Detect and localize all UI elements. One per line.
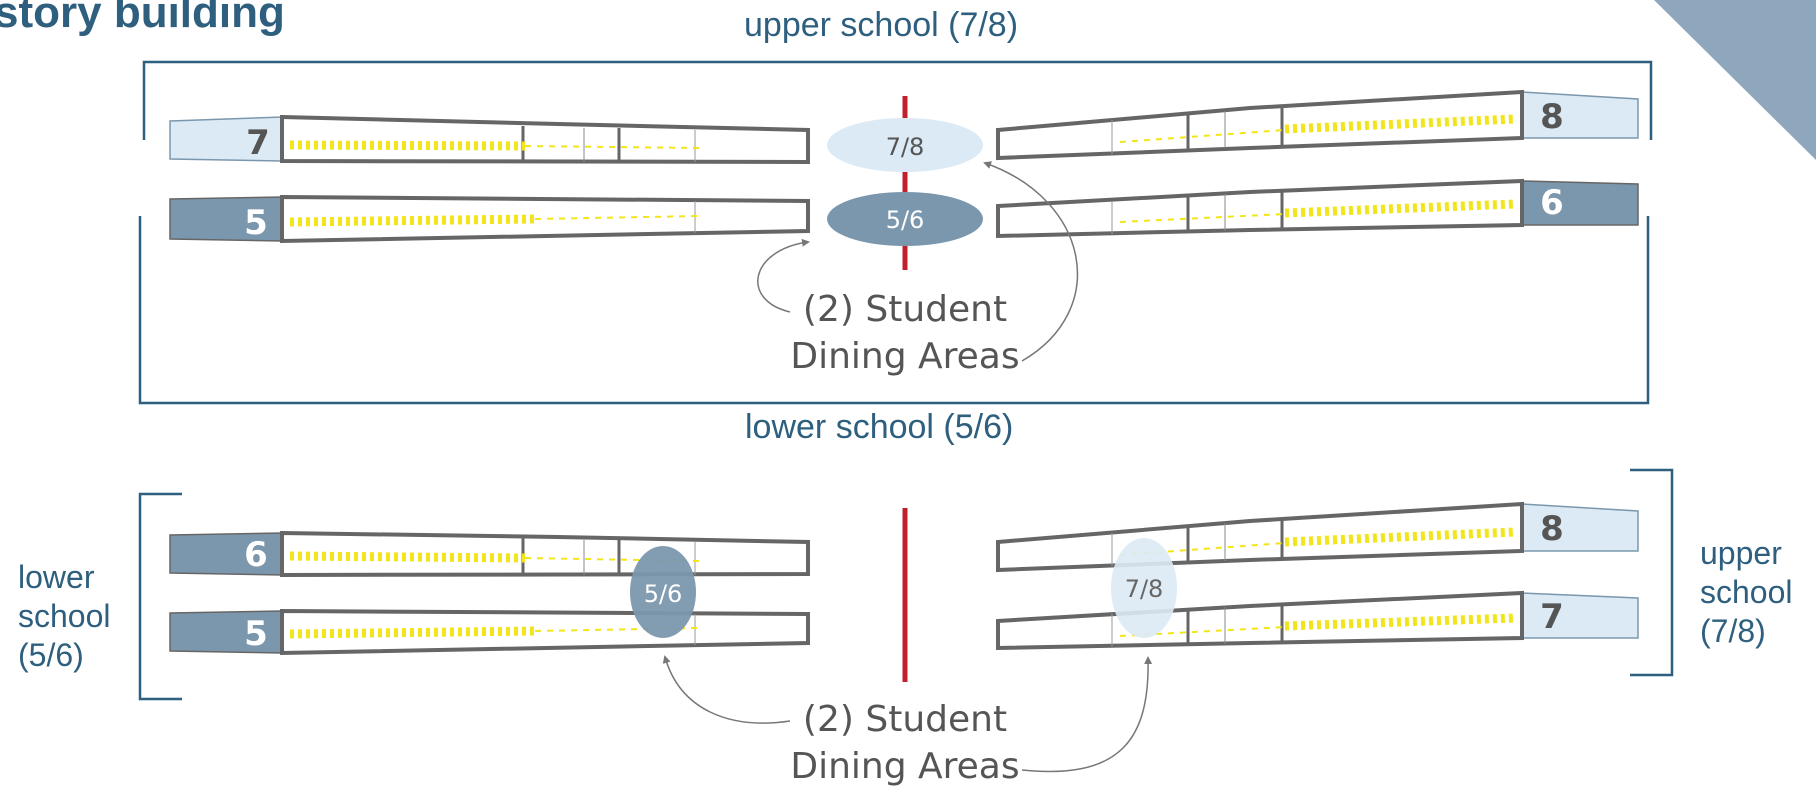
wing-label-right-bottom: 6 <box>1540 183 1564 223</box>
callout-line-1: (2) Student <box>802 289 1008 330</box>
lower-school-bracket <box>138 216 1650 405</box>
wing-right-top-bottom <box>996 501 1639 573</box>
callout-arrow-top-right <box>983 161 1079 362</box>
top-diagram: 7 5 8 <box>138 60 1653 405</box>
wing-label-left-top-bottom: 6 <box>244 535 268 575</box>
slide-title: story building <box>0 0 285 37</box>
lower-school-side-label: lower school (5/6) <box>18 559 111 673</box>
bottom-diagram: 6 5 8 <box>138 468 1674 773</box>
dining-label-upper-bottom: 7/8 <box>1125 575 1164 603</box>
wing-left-bottom <box>169 194 810 244</box>
dining-label-lower-bottom: 5/6 <box>644 580 683 608</box>
dining-label-lower-top: 5/6 <box>886 206 925 234</box>
dining-area-lower-top <box>827 192 983 246</box>
dining-callout-top: (2) Student Dining Areas <box>772 286 1038 380</box>
wing-label-left-top: 7 <box>246 123 270 163</box>
upper-school-side-label: upper school (7/8) <box>1700 535 1793 649</box>
callout-arrow-bottom-left <box>662 655 791 724</box>
wing-label-left-bottom: 5 <box>244 203 268 243</box>
wing-label-right-top: 8 <box>1540 97 1564 137</box>
wing-left-top <box>169 114 810 165</box>
wing-right-top <box>996 89 1639 161</box>
callout-line-1: (2) Student <box>802 699 1008 740</box>
upper-school-label-top: upper school (7/8) <box>744 6 1019 44</box>
wing-right-bottom <box>996 178 1639 239</box>
callout-line-2: Dining Areas <box>790 746 1020 787</box>
wing-label-left-bottom-bottom: 5 <box>244 614 268 654</box>
upper-school-side-bracket <box>1630 468 1674 677</box>
lower-school-side-bracket <box>138 492 182 701</box>
lower-school-label-top: lower school (5/6) <box>745 408 1014 446</box>
callout-arrow-bottom-right <box>1021 656 1153 773</box>
dining-area-upper-top <box>827 118 983 172</box>
dining-area-lower-bottom <box>630 546 696 638</box>
wing-left-bottom-bottom <box>169 608 810 656</box>
callout-line-2: Dining Areas <box>790 336 1020 377</box>
wing-label-right-top-bottom: 8 <box>1540 509 1564 549</box>
dining-label-upper-top: 7/8 <box>886 133 925 161</box>
corner-triangle-shape <box>1654 0 1816 160</box>
callout-arrow-top-left <box>757 238 810 313</box>
dining-callout-bottom: (2) Student Dining Areas <box>772 696 1038 790</box>
wing-label-right-bottom-bottom: 7 <box>1540 597 1564 637</box>
dining-area-upper-bottom <box>1111 538 1177 638</box>
upper-school-bracket <box>142 60 1653 140</box>
